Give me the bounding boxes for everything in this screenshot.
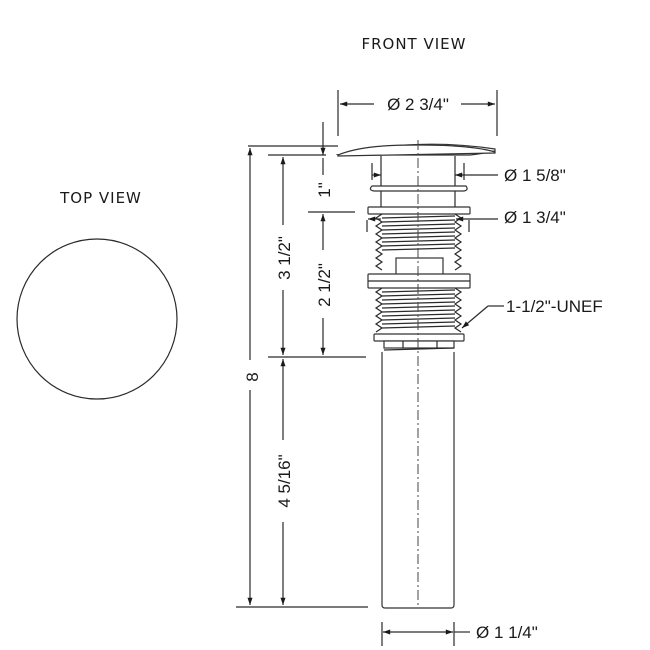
front-view-title: FRONT VIEW [361, 35, 466, 53]
thread-spec-label: 1-1/2"-UNEF [506, 297, 603, 316]
dim-flange-diameter: Ø 1 3/4" [366, 208, 566, 232]
cap-to-flange-label: 1" [315, 182, 334, 198]
neck-diameter-label: Ø 1 5/8" [504, 166, 566, 185]
dim-neck-diameter: Ø 1 5/8" [371, 163, 566, 185]
dim-cap-to-flange: 1" [315, 158, 334, 198]
top-view-title: TOP VIEW [59, 189, 142, 207]
tail-length-label: 4 5/16" [275, 454, 294, 507]
dim-thread-length: 2 1/2" [315, 214, 334, 355]
flange-diameter-label: Ø 1 3/4" [504, 208, 566, 227]
overall-length-label: 8 [243, 372, 262, 381]
top-view-circle [16, 238, 178, 400]
upper-length-label: 3 1/2" [275, 236, 294, 280]
dim-upper-length: 3 1/2" [275, 157, 294, 355]
tail-diameter-label: Ø 1 1/4" [476, 623, 538, 642]
dim-overall-length: 8 [243, 148, 262, 605]
dim-tail-length: 4 5/16" [275, 359, 294, 605]
dim-thread-callout: 1-1/2"-UNEF [461, 297, 603, 329]
dim-cap-diameter: Ø 2 3/4" [337, 90, 498, 136]
cap-diameter-label: Ø 2 3/4" [387, 95, 449, 114]
thread-length-label: 2 1/2" [315, 263, 334, 307]
drain-body [336, 140, 496, 609]
dim-tail-diameter: Ø 1 1/4" [381, 622, 538, 646]
